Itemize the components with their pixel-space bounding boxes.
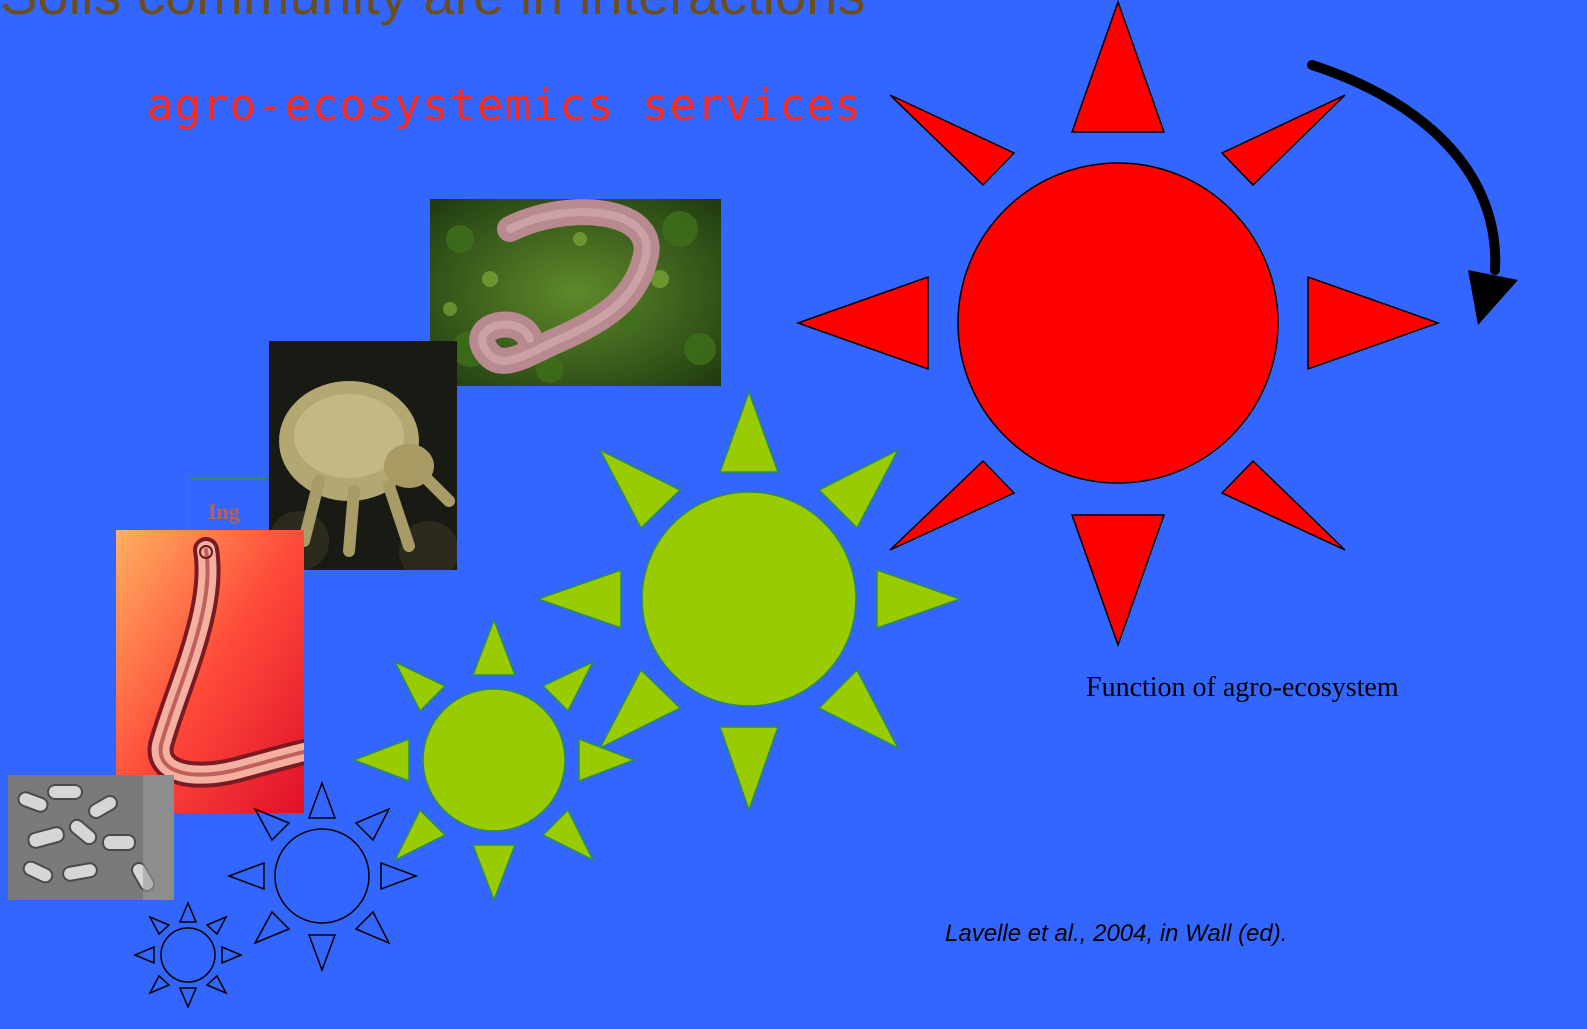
- small-sun-icon: [354, 620, 634, 900]
- function-label: Function of agro-ecosystem: [1086, 672, 1399, 704]
- large-sun-icon: [798, 2, 1438, 645]
- curved-arrow-icon: [1312, 65, 1518, 325]
- citation: Lavelle et al., 2004, in Wall (ed).: [945, 920, 1287, 948]
- outline-sun-icon: [229, 783, 416, 970]
- tiny-outline-sun-icon: [135, 903, 241, 1007]
